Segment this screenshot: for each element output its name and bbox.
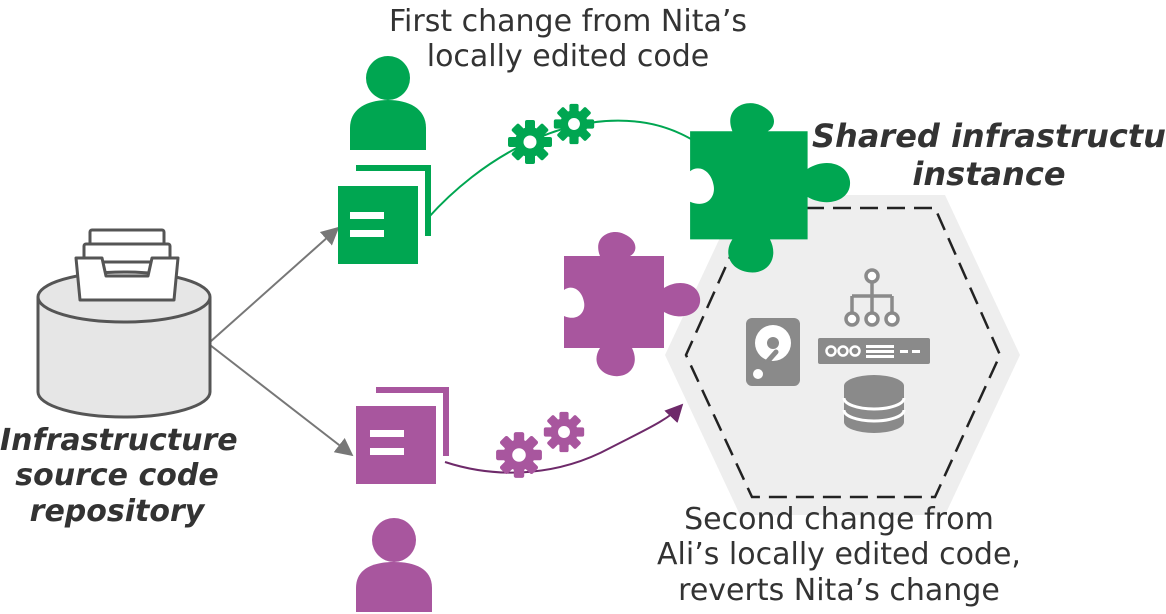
network-tree-icon [844,268,900,327]
second-change-line-1: Second change from [684,502,994,537]
second-change-label: Second change from Ali’s locally edited … [640,502,1038,608]
infrastructure-hexagon-border [684,206,1002,499]
repository-line-1: Infrastructure [0,423,238,458]
repository-line-3: repository [29,493,205,529]
arrow-repo-to-ali-docs [209,344,354,457]
second-change-line-3: reverts Nita’s change [678,572,1000,608]
repository-line-2: source code [15,458,219,494]
server-icon [818,338,930,364]
documents-icon-nita [338,165,431,264]
shared-instance-label: Shared infrastructure instance [812,117,1166,194]
second-change-line-2: Ali’s locally edited code, [657,537,1021,573]
gears-icon-nita [508,103,595,164]
person-icon-nita [350,56,426,150]
hard-drive-icon [746,318,800,386]
gears-icon-ali [496,411,585,478]
arrow-repo-to-nita-docs [209,226,340,343]
arrow-ali-change-to-instance [444,403,684,474]
first-change-line-1: First change from Nita’s [388,4,748,39]
repository-label: Infrastructure source code repository [0,423,238,529]
database-tray-icon [36,228,212,419]
arrow-nita-change-to-instance [427,119,714,219]
person-icon-ali [356,518,432,612]
shared-instance-line-1: Shared infrastructure [812,117,1166,155]
first-change-line-2: locally edited code [426,39,710,75]
database-icon [842,375,906,433]
documents-icon-ali [356,387,449,484]
first-change-label: First change from Nita’s locally edited … [360,4,776,75]
shared-instance-line-2: instance [912,154,1066,193]
